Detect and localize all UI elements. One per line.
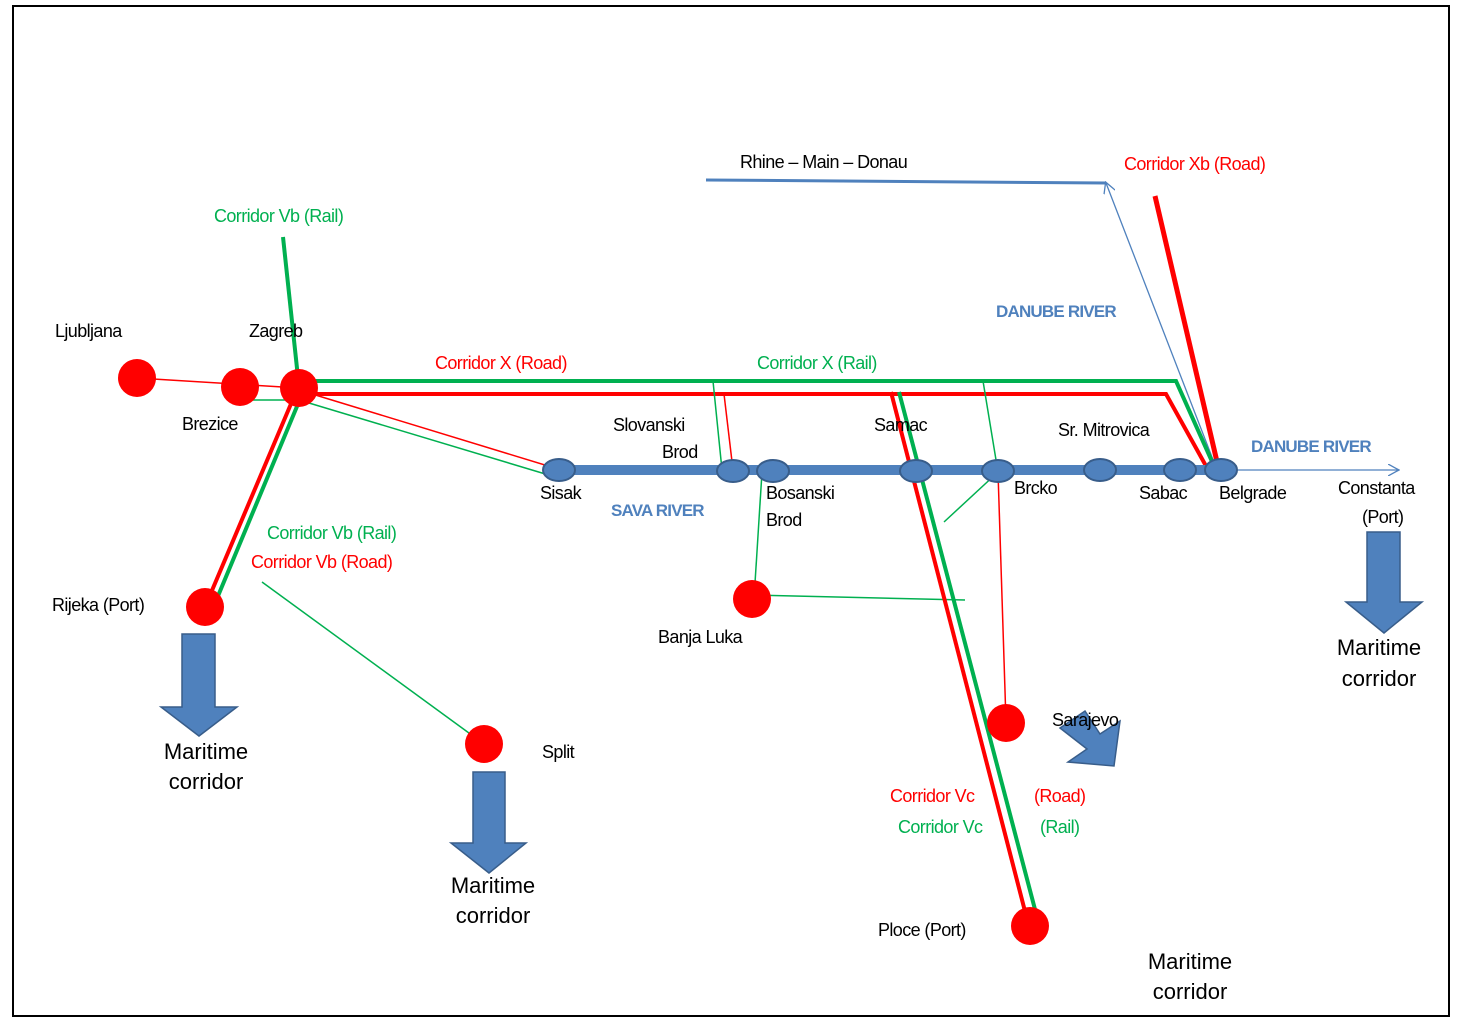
corridor-vb-rail-label: Corridor Vb (Rail) — [267, 523, 396, 543]
corridor-x-road-line — [300, 392, 1208, 467]
brcko-river-port — [981, 459, 1015, 483]
corridor-x-road-label: Corridor X (Road) — [435, 353, 567, 373]
ljubljana-zagreb-road-link — [136, 377, 300, 389]
corridor-vc-rail-label: Corridor Vc — [898, 817, 983, 837]
sisak-label: Sisak — [540, 483, 583, 503]
sisak-river-port — [542, 458, 576, 482]
slovanski-brod-road-link — [723, 393, 734, 471]
slovanski-brod-river-port — [716, 459, 750, 483]
slovanski-brod-label: Slovanski — [613, 415, 685, 435]
split-maritime-label-2: corridor — [456, 903, 531, 928]
sarajevo-label: Sarajevo — [1052, 710, 1119, 730]
river-port — [1083, 458, 1117, 482]
brcko-label: Brcko — [1014, 478, 1058, 498]
constanta-maritime-arrow — [1343, 531, 1425, 634]
ljubljana-node — [118, 359, 156, 397]
brezice-node — [221, 368, 259, 406]
bosanski-brod-river-port — [756, 459, 790, 483]
constanta-label-2: (Port) — [1362, 507, 1403, 527]
ploce-label: Ploce (Port) — [878, 920, 966, 940]
constanta-maritime-label-2: corridor — [1342, 666, 1417, 691]
zagreb-label: Zagreb — [249, 321, 303, 341]
ljubljana-label: Ljubljana — [55, 321, 123, 341]
ploce-maritime-label-2: corridor — [1153, 979, 1228, 1004]
split-link-rail-line — [261, 581, 485, 745]
bosanski-brod-banja-luka-rail-link — [753, 471, 763, 600]
corridor-vb-rail-line — [211, 391, 305, 609]
ploce-maritime-arrow — [1058, 709, 1121, 767]
ploce-node — [1011, 907, 1049, 945]
sabac-label: Sabac — [1139, 483, 1188, 503]
split-maritime-arrow — [448, 771, 529, 874]
bosanski-brod-label-2: Brod — [766, 510, 802, 530]
corridor-vc-road-suffix: (Road) — [1034, 786, 1085, 806]
corridor-vc-road-label: Corridor Vc — [890, 786, 975, 806]
danube-river-lower-label: DANUBE RIVER — [1251, 437, 1371, 456]
sarajevo-node — [987, 704, 1025, 742]
corridor-xb-road-label: Corridor Xb (Road) — [1124, 154, 1265, 174]
slovanski-brod-label-2: Brod — [662, 442, 698, 462]
belgrade-label: Belgrade — [1219, 483, 1287, 503]
banja-luka-corridor-vc-rail-link — [753, 594, 966, 601]
rijeka-node — [186, 588, 224, 626]
rijeka-maritime-arrow — [158, 633, 240, 737]
corridor-x-rail-label: Corridor X (Rail) — [757, 353, 877, 373]
split-node — [465, 725, 503, 763]
danube-river-upper-label: DANUBE RIVER — [996, 302, 1116, 321]
sabac-river-port — [1163, 458, 1197, 482]
rijeka-maritime-label-2: corridor — [169, 769, 244, 794]
corridor-vb-rail-north-label: Corridor Vb (Rail) — [214, 206, 343, 226]
constanta-label: Constanta — [1338, 478, 1416, 498]
zagreb-sisak-rail-link — [298, 399, 553, 477]
samac-label: Samac — [874, 415, 928, 435]
brezice-label: Brezice — [182, 414, 238, 434]
rijeka-maritime-label: Maritime — [164, 739, 248, 764]
sr-mitrovica-label: Sr. Mitrovica — [1058, 420, 1151, 440]
brcko-sarajevo-road-link — [997, 471, 1007, 723]
corridor-vc-rail-suffix: (Rail) — [1040, 817, 1079, 837]
samac-river-port — [899, 459, 933, 483]
split-maritime-label: Maritime — [451, 873, 535, 898]
sava-river-label: SAVA RIVER — [611, 501, 704, 520]
corridor-x-rail-line — [300, 379, 1216, 467]
banja-luka-node — [733, 580, 771, 618]
corridor-xb-road-line — [1152, 195, 1221, 467]
slovanski-brod-rail-link — [712, 380, 723, 471]
corridor-vb-rail-north-line — [281, 236, 301, 388]
bosanski-brod-label: Bosanski — [766, 483, 834, 503]
danube-river-upper-line — [1106, 183, 1218, 471]
rhine-main-donau-line — [705, 178, 1107, 185]
constanta-maritime-label: Maritime — [1337, 635, 1421, 660]
belgrade-river-port — [1204, 458, 1238, 482]
split-label: Split — [542, 742, 575, 762]
rijeka-label: Rijeka (Port) — [52, 595, 144, 615]
diagram-frame — [12, 5, 1450, 1017]
zagreb-node — [280, 369, 318, 407]
banja-luka-label: Banja Luka — [658, 627, 744, 647]
brcko-north-rail-link — [982, 380, 999, 473]
ploce-maritime-label: Maritime — [1148, 949, 1232, 974]
corridor-vb-road-line — [203, 391, 298, 608]
corridor-vb-road-label: Corridor Vb (Road) — [251, 552, 392, 572]
zagreb-sisak-road-link — [298, 389, 559, 470]
rhine-main-donau-label: Rhine – Main – Donau — [740, 152, 907, 172]
